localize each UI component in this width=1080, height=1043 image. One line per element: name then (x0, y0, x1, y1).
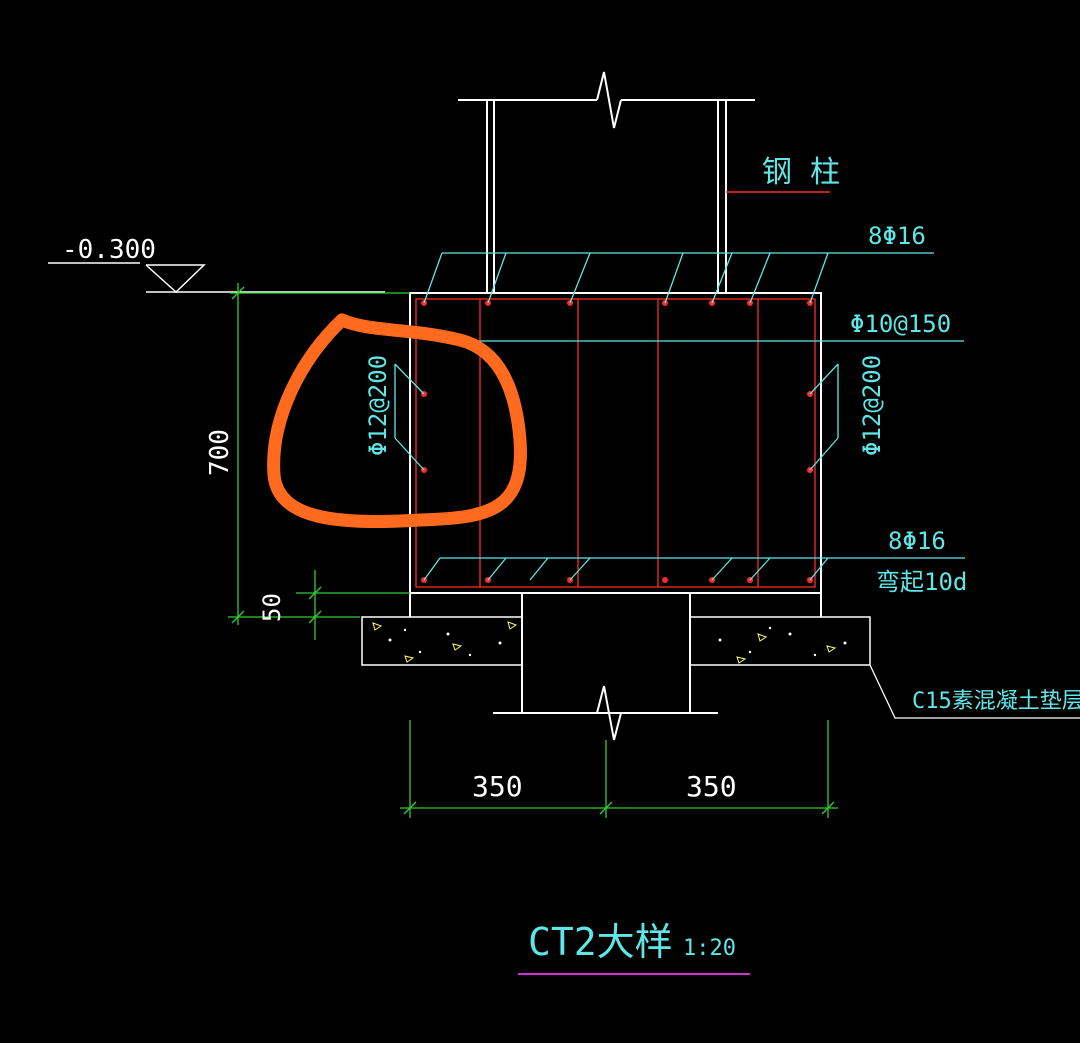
stirrups-label: Φ10@150 (850, 310, 951, 338)
side-bars-left-label: Φ12@200 (364, 355, 392, 456)
height-dimension: 700 (205, 429, 235, 476)
horizontal-dimensions (400, 720, 838, 818)
width-left-dimension: 350 (472, 770, 523, 803)
markup-circle (267, 313, 527, 529)
steel-column-label: 钢 柱 (762, 155, 840, 190)
bottom-bars-label: 8Φ16 (888, 527, 946, 555)
cushion-leader (869, 664, 1080, 719)
cover-dimension: 50 (258, 593, 286, 622)
top-bars-label: 8Φ16 (868, 222, 926, 250)
drawing-title: CT2大样 (528, 920, 673, 964)
elevation-label: -0.300 (62, 235, 156, 265)
steel-column (458, 71, 755, 293)
side-bars-right-label: Φ12@200 (858, 355, 886, 456)
leaders (394, 252, 965, 581)
bend-up-label: 弯起10d (876, 568, 967, 596)
cushion-triangles (372, 621, 837, 664)
width-right-dimension: 350 (686, 770, 737, 803)
rebar-cage (415, 298, 816, 588)
cushion-aggregate (388, 626, 847, 657)
vertical-dimensions (228, 283, 410, 640)
drawing-scale: 1:20 (683, 936, 736, 961)
elevation-marker (48, 262, 385, 294)
pile (493, 592, 718, 741)
cushion-label: C15素混凝土垫层 (912, 689, 1080, 714)
